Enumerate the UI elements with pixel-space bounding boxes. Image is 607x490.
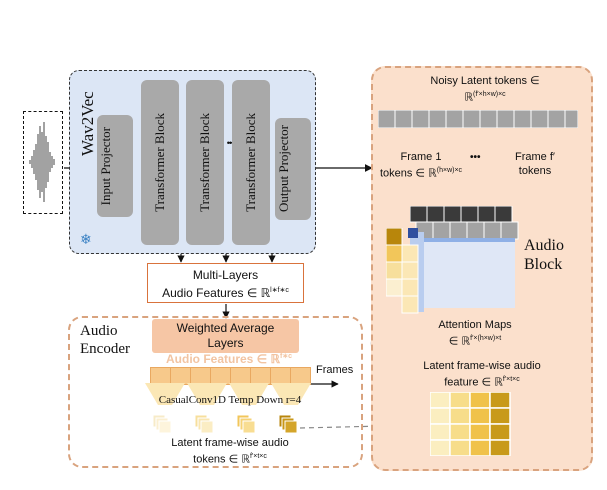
- transformer-block-1: Transformer Block: [141, 80, 179, 245]
- noisy-tokens-label: Noisy Latent tokens ∈ ℝ(f′×h×w)×c: [430, 75, 540, 104]
- transformer-block-2-label: Transformer Block: [197, 113, 212, 212]
- token-stacks: [152, 414, 298, 434]
- transformer-block-1-label: Transformer Block: [152, 113, 167, 212]
- audio-features-label: Audio Features ∈ ℝf∗c: [166, 352, 293, 366]
- tokens-to-block-arrow: [299, 421, 426, 429]
- snowflake-icon: ❄: [80, 231, 92, 247]
- input-projector-block: Input Projector: [97, 115, 133, 217]
- latent-feature-label: Latent frame-wise audio feature ∈ ℝf′×t×…: [423, 360, 541, 389]
- waveform-box: [23, 111, 63, 214]
- transformer-block-3-label: Transformer Block: [243, 113, 258, 212]
- input-projector-label: Input Projector: [98, 126, 113, 206]
- audio-key-column: [386, 228, 419, 314]
- weighted-average-box: Weighted Average Layers: [152, 319, 299, 353]
- transformer-ellipsis: •••: [226, 138, 234, 148]
- audio-block-title: Audio Block: [524, 237, 564, 273]
- multi-layers-line1: Multi-Layers: [192, 268, 259, 282]
- frame1-label: Frame 1 tokens ∈ ℝ(h×w)×c: [379, 151, 463, 180]
- multi-layers-line2: Audio Features ∈ ℝl∗f∗c: [162, 286, 289, 300]
- attention-map-corner: [408, 228, 418, 238]
- frames-label: Frames: [316, 364, 354, 376]
- audio-encoder-title: Audio Encoder: [80, 323, 130, 357]
- frames-ellipsis: •••: [470, 152, 481, 163]
- multi-layers-box: Multi-Layers Audio Features ∈ ℝl∗f∗c: [147, 263, 304, 303]
- attention-map: [416, 238, 515, 308]
- conv-label: CasualConv1D Temp Down r=4: [158, 394, 302, 406]
- noisy-tokens-row: [377, 109, 579, 129]
- waveform-icon: [29, 122, 55, 202]
- latent-feature-grid: [430, 392, 511, 456]
- encoder-latent-label: Latent frame-wise audio tokens ∈ ℝf′×t×c: [171, 437, 289, 466]
- transformer-block-3: Transformer Block: [232, 80, 270, 245]
- conv-funnels: [145, 383, 311, 434]
- framef-label: Frame f′ tokens: [515, 151, 555, 177]
- attention-maps-label: Attention Maps ∈ ℝf′×(h×w)×t: [438, 319, 512, 348]
- output-projector-block: Output Projector: [275, 118, 311, 220]
- output-projector-label: Output Projector: [276, 125, 291, 213]
- transformer-block-2: Transformer Block: [186, 80, 224, 245]
- wav2vec-title: Wav2Vec: [78, 91, 97, 157]
- audio-encoder-panel: [68, 316, 363, 468]
